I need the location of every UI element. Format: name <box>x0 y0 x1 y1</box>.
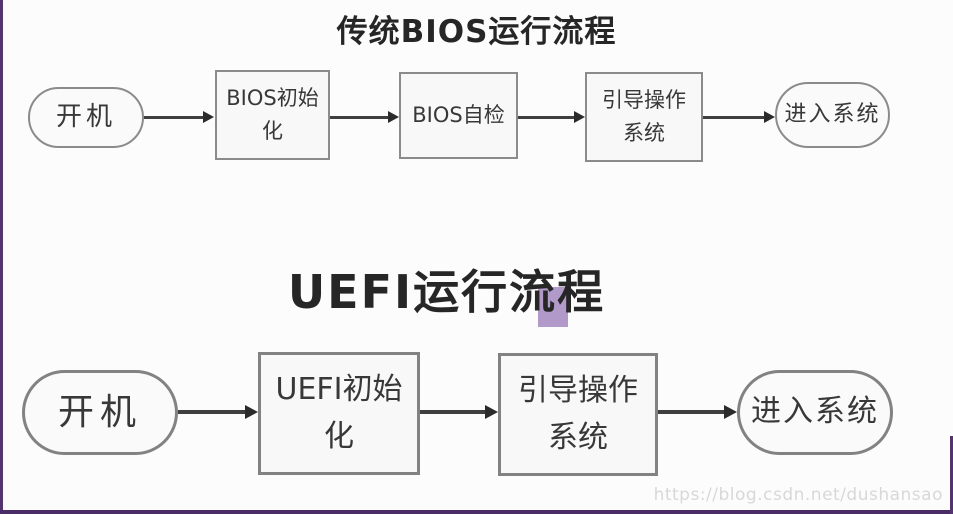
uefi-node-boot-os: 引导操作 系统 <box>498 353 658 476</box>
bios-node-self-check: BIOS自检 <box>399 72 518 159</box>
frame-right-border <box>950 436 953 514</box>
uefi-node-enter-system: 进入系统 <box>737 370 893 455</box>
arrow-shaft <box>330 115 388 119</box>
arrowhead-icon <box>724 405 737 419</box>
flow-arrow <box>420 405 498 419</box>
bios-node-init: BIOS初始 化 <box>215 70 330 160</box>
arrow-shaft <box>518 115 574 119</box>
flow-arrow <box>178 405 258 419</box>
frame-bottom-border <box>0 510 953 514</box>
flow-arrow <box>144 110 214 124</box>
arrow-shaft <box>144 115 203 119</box>
arrowhead-icon <box>245 405 258 419</box>
flow-arrow <box>330 110 399 124</box>
flow-arrow <box>518 110 585 124</box>
uefi-node-init: UEFI初始 化 <box>258 352 420 475</box>
bios-node-power-on: 开机 <box>28 87 144 148</box>
uefi-flow-title: UEFI运行流程 <box>287 265 606 319</box>
arrow-shaft <box>658 410 724 414</box>
arrow-shaft <box>420 410 485 414</box>
flow-arrow <box>703 110 775 124</box>
bios-flow-title: 传统BIOS运行流程 <box>336 14 617 50</box>
arrowhead-icon <box>485 405 498 419</box>
flow-arrow <box>658 405 737 419</box>
arrowhead-icon <box>574 111 585 123</box>
arrowhead-icon <box>388 111 399 123</box>
watermark-url: https://blog.csdn.net/dushansao <box>653 485 943 505</box>
arrowhead-icon <box>764 111 775 123</box>
bios-node-boot-os: 引导操作 系统 <box>585 72 703 162</box>
uefi-node-power-on: 开机 <box>22 370 178 455</box>
arrowhead-icon <box>203 111 214 123</box>
bios-node-enter-system: 进入系统 <box>775 82 890 148</box>
frame-left-border <box>0 0 3 514</box>
arrow-shaft <box>178 410 245 414</box>
arrow-shaft <box>703 115 764 119</box>
text-selection-highlight <box>538 287 568 327</box>
